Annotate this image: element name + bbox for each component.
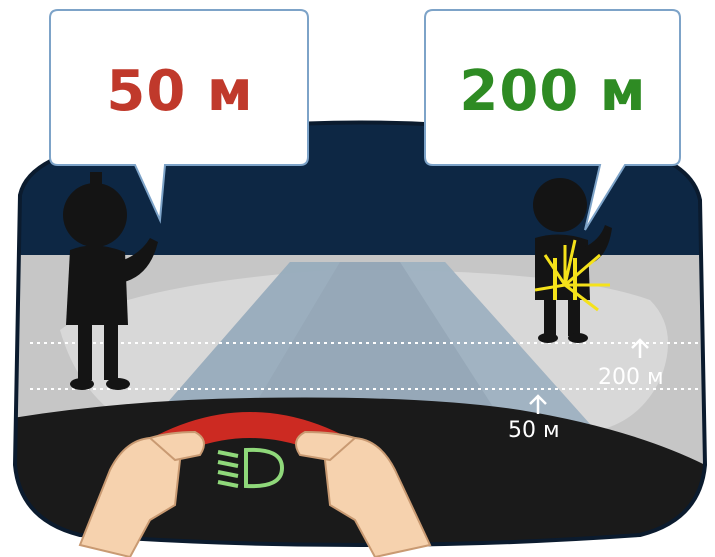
distance-label-far: 200 м (598, 365, 664, 390)
bubble-right-text: 200 м (459, 59, 646, 124)
distance-label-near: 50 м (508, 418, 560, 443)
bubble-left-text: 50 м (106, 59, 253, 124)
